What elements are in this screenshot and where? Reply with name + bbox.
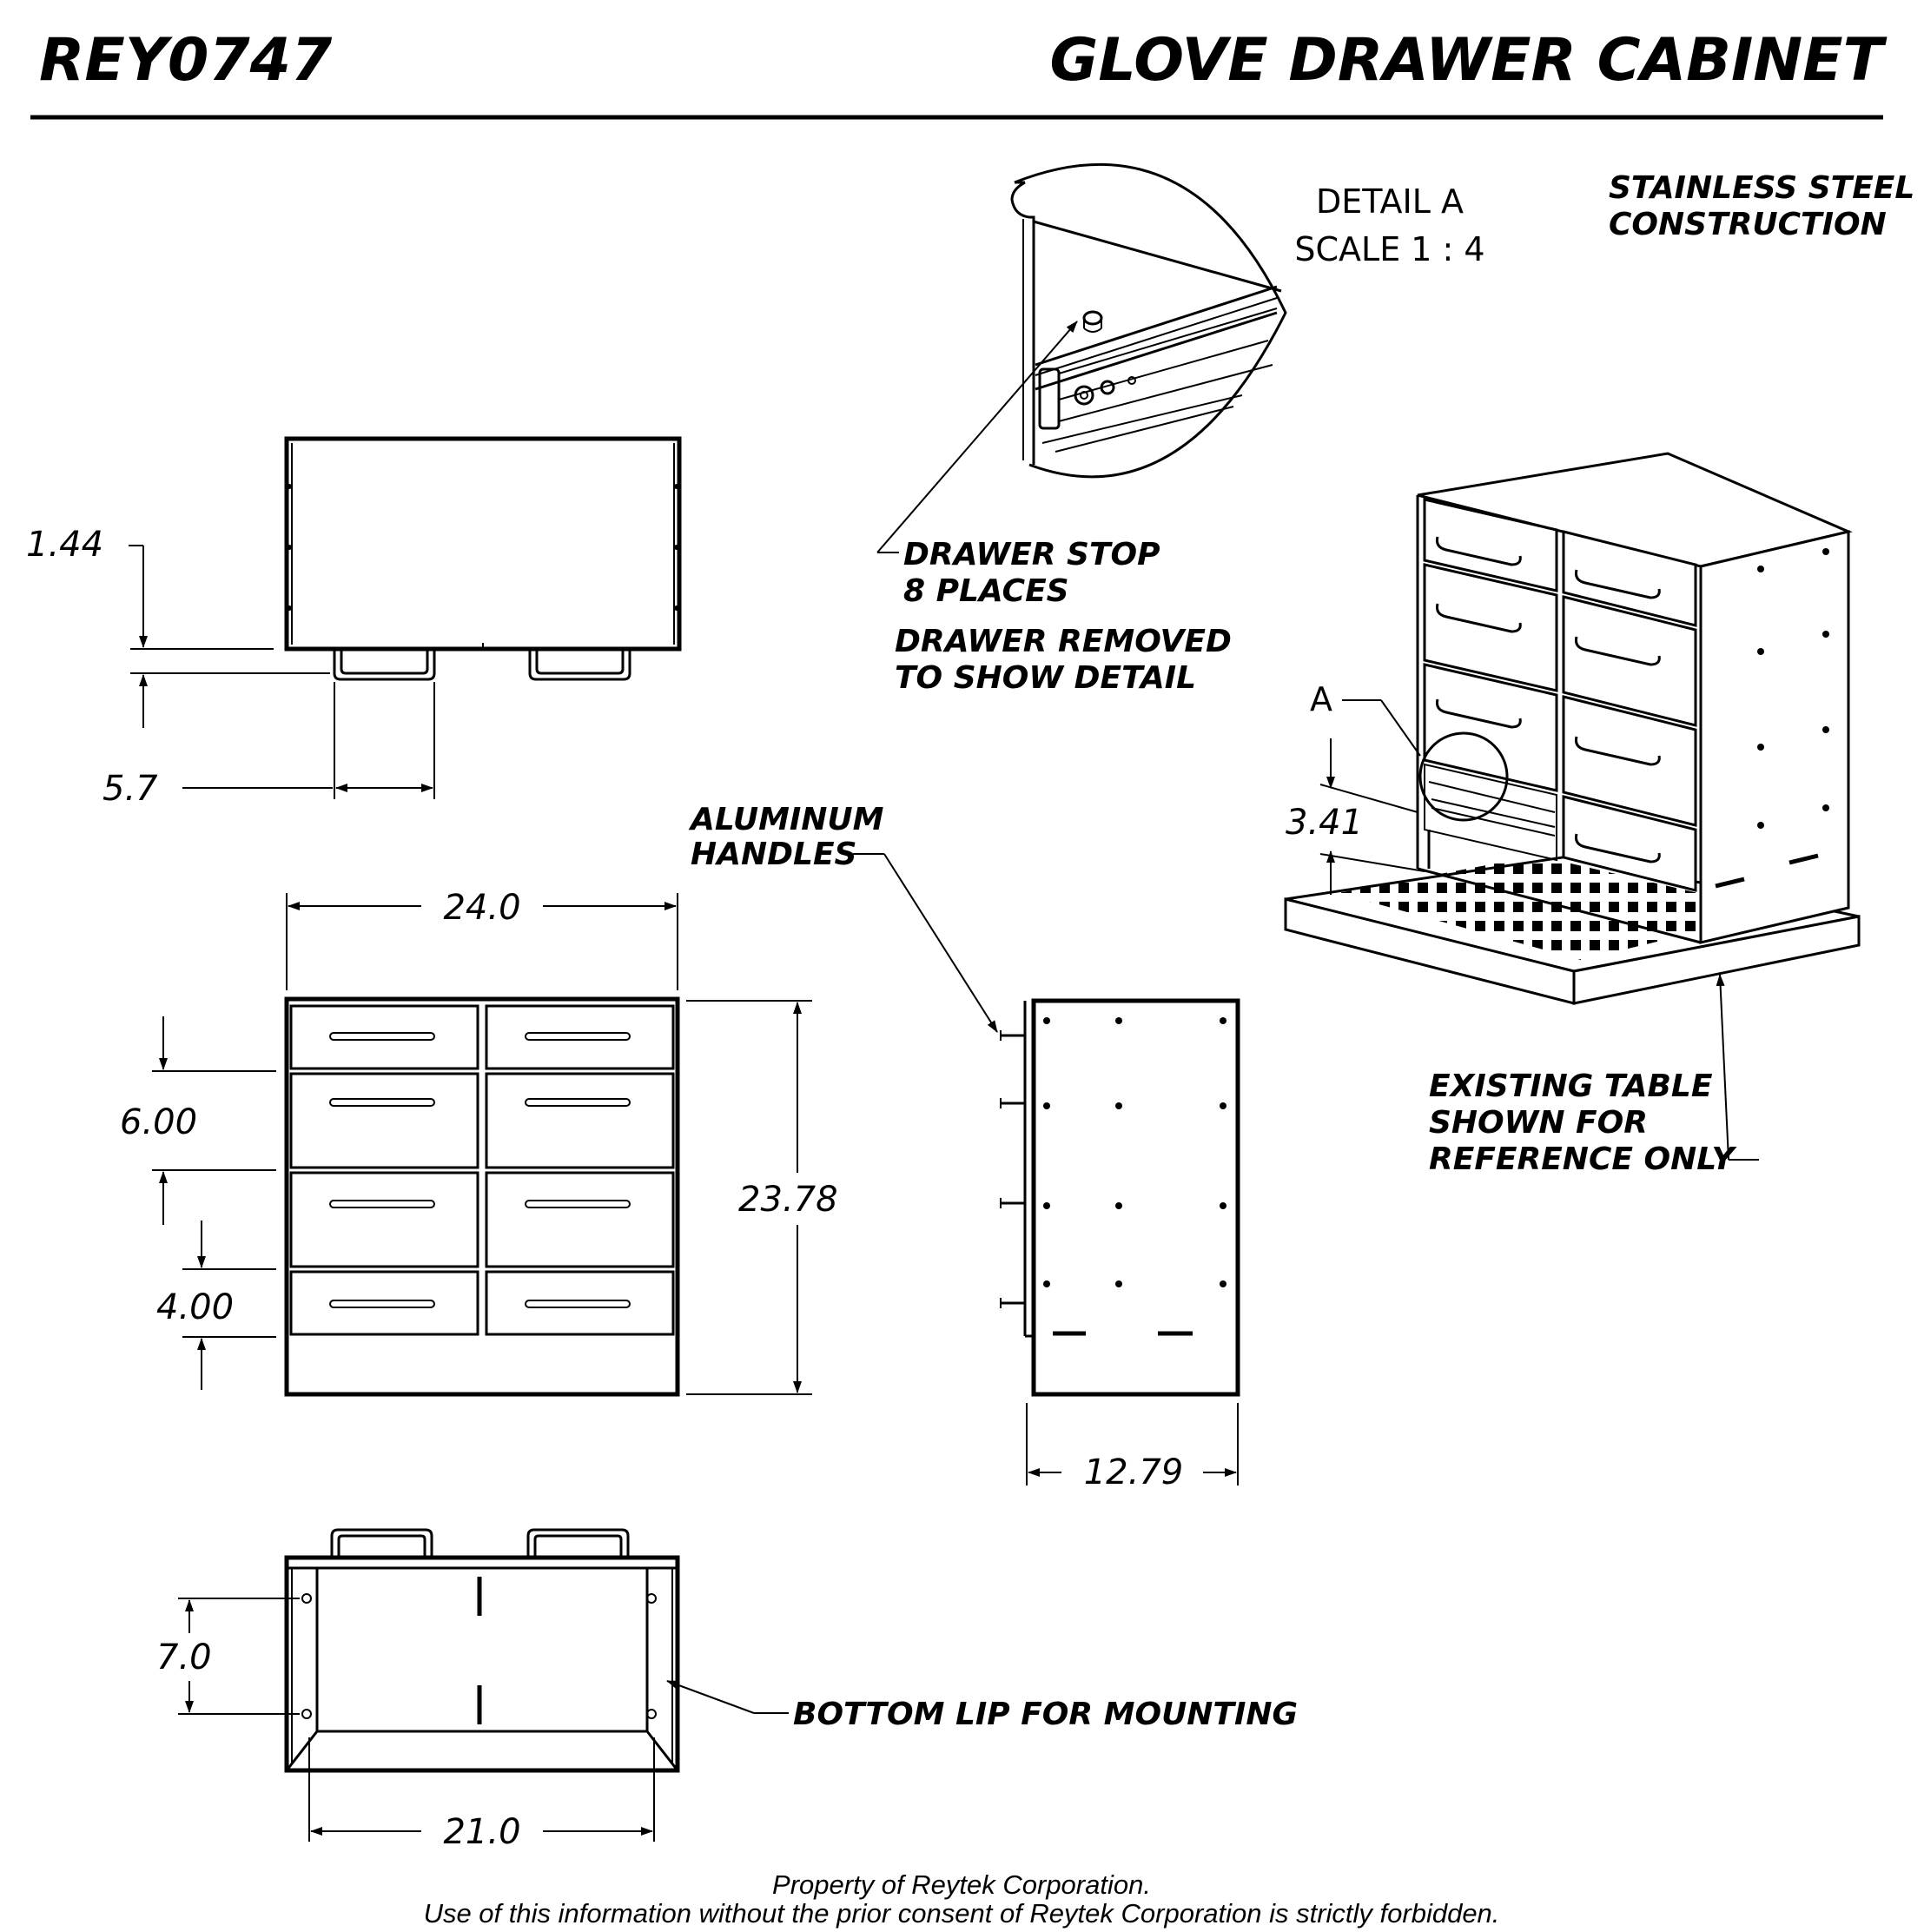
detail-a-callout: A xyxy=(1310,680,1332,718)
iso-handles xyxy=(1436,536,1661,863)
note-drawer-stop-line2: 8 PLACES xyxy=(903,573,1069,609)
side-rivets xyxy=(1043,1017,1226,1287)
note-table-line1: EXISTING TABLE xyxy=(1429,1069,1713,1104)
dim-handle-width: 5.7 xyxy=(102,769,158,809)
detail-a-view: DETAIL A SCALE 1 : 4 DRAWER STOP 8 PLACE… xyxy=(876,162,1485,696)
part-number: REY0747 xyxy=(39,26,333,95)
dim-mount-hole-spacing: 7.0 xyxy=(156,1638,212,1677)
detail-a-circle xyxy=(1418,731,1509,822)
note-drawer-removed-line1: DRAWER REMOVED xyxy=(895,624,1232,659)
drawing-title: GLOVE DRAWER CABINET xyxy=(1050,26,1888,95)
dim-depth: 12.79 xyxy=(1084,1452,1184,1492)
detail-a-scale: SCALE 1 : 4 xyxy=(1294,230,1484,268)
footer-line1: Property of Reytek Corporation. xyxy=(772,1869,1151,1900)
dim-mount-width: 21.0 xyxy=(443,1812,520,1852)
note-table-line3: REFERENCE ONLY xyxy=(1429,1141,1738,1177)
side-view: 12.79 ALUMINUM HANDLES xyxy=(688,802,1240,1492)
drawer-handles xyxy=(329,1032,631,1308)
note-drawer-removed-line2: TO SHOW DETAIL xyxy=(895,660,1196,696)
detail-a-label: DETAIL A xyxy=(1316,182,1464,221)
front-view: 24.0 6.00 4.00 23.78 xyxy=(120,888,838,1397)
top-view: 1.44 5.7 xyxy=(26,436,682,809)
dim-iso-drawer-gap: 3.41 xyxy=(1286,803,1363,843)
note-material-line1: STAINLESS STEEL xyxy=(1609,170,1914,206)
note-table-line2: SHOWN FOR xyxy=(1429,1105,1648,1141)
bottom-view: 7.0 21.0 BOTTOM LIP FOR MOUNTING xyxy=(156,1528,1298,1852)
side-handle-stubs xyxy=(1000,1030,1025,1308)
footer-line2: Use of this information without the prio… xyxy=(424,1898,1500,1929)
dim-overall-height: 23.78 xyxy=(738,1180,838,1220)
note-material-line2: CONSTRUCTION xyxy=(1609,207,1887,242)
dim-drawer-height-small: 4.00 xyxy=(156,1287,234,1327)
dim-overall-width: 24.0 xyxy=(443,888,520,928)
note-handles-line2: HANDLES xyxy=(691,837,856,872)
note-drawer-stop-line1: DRAWER STOP xyxy=(903,537,1160,572)
dim-drawer-height-large: 6.00 xyxy=(120,1102,197,1142)
note-handles-line1: ALUMINUM xyxy=(688,802,884,837)
iso-drawers xyxy=(1423,498,1697,892)
dim-handle-projection: 1.44 xyxy=(26,525,103,565)
note-bottom-lip: BOTTOM LIP FOR MOUNTING xyxy=(793,1697,1298,1732)
drawer-fronts xyxy=(289,1004,675,1336)
iso-side-rivets xyxy=(1757,548,1829,829)
isometric-view: A 3.41 EXISTING TABLE SHOWN FOR REFERENC… xyxy=(1284,452,1861,1177)
